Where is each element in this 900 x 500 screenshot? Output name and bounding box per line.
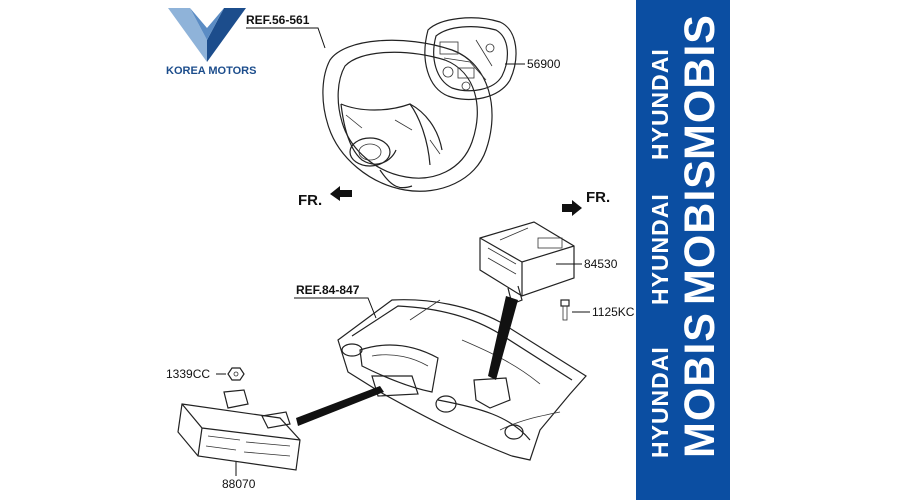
- front-label-right: FR.: [586, 189, 610, 206]
- part-no-nut: 1339CC: [166, 367, 210, 381]
- hyundai-mobis-panel: HYUNDAI MOBIS HYUNDAI MOBIS HYUNDAI MOBI…: [636, 0, 730, 500]
- ref-crash-pad-label: REF.84-847: [296, 283, 360, 297]
- dealer-name: KOREA MOTORS: [166, 65, 256, 77]
- nut-part: 1339CC: [166, 367, 245, 381]
- ref-crash-pad-callout: REF.84-847: [294, 283, 377, 319]
- logo-v-left-icon: [168, 8, 207, 62]
- part-no-passenger-airbag: 84530: [584, 257, 618, 271]
- knee-airbag-module: 88070: [177, 389, 301, 491]
- panel-hyundai-1: HYUNDAI: [647, 48, 673, 160]
- dashboard-crash-pad: [337, 299, 587, 461]
- arrow-right-icon: [562, 200, 582, 216]
- panel-hyundai-3: HYUNDAI: [647, 346, 673, 458]
- passenger-airbag-module: 84530: [479, 221, 618, 305]
- passenger-airbag-pointer: [488, 296, 518, 380]
- ref-steering-label: REF.56-561: [246, 13, 310, 27]
- panel-mobis-2: MOBIS: [676, 159, 724, 305]
- panel-mobis-3: MOBIS: [676, 312, 724, 458]
- panel-mobis-1: MOBIS: [676, 14, 724, 160]
- front-label-left: FR.: [298, 192, 322, 209]
- part-no-driver-airbag: 56900: [527, 57, 561, 71]
- brand-panel-background: [636, 0, 730, 500]
- panel-hyundai-2: HYUNDAI: [647, 193, 673, 305]
- part-no-bolt: 1125KC: [592, 305, 635, 319]
- part-no-knee-airbag: 88070: [222, 477, 256, 491]
- driver-airbag-module: 56900: [424, 17, 561, 101]
- korea-motors-logo: KOREA MOTORS: [166, 8, 256, 77]
- bolt-part: 1125KC: [560, 299, 635, 321]
- knee-airbag-pointer: [296, 386, 384, 426]
- ref-crash-pad-leader: [294, 297, 377, 319]
- steering-wheel: [322, 39, 493, 192]
- ref-steering-leader: [246, 27, 326, 49]
- logo-v-right-icon: [207, 8, 246, 62]
- arrow-left-icon: [330, 186, 352, 201]
- logo-v-center-icon: [190, 8, 224, 40]
- front-indicator-right: FR.: [562, 189, 610, 216]
- front-indicator-left: FR.: [298, 186, 352, 209]
- ref-steering-callout: REF.56-561: [246, 13, 326, 49]
